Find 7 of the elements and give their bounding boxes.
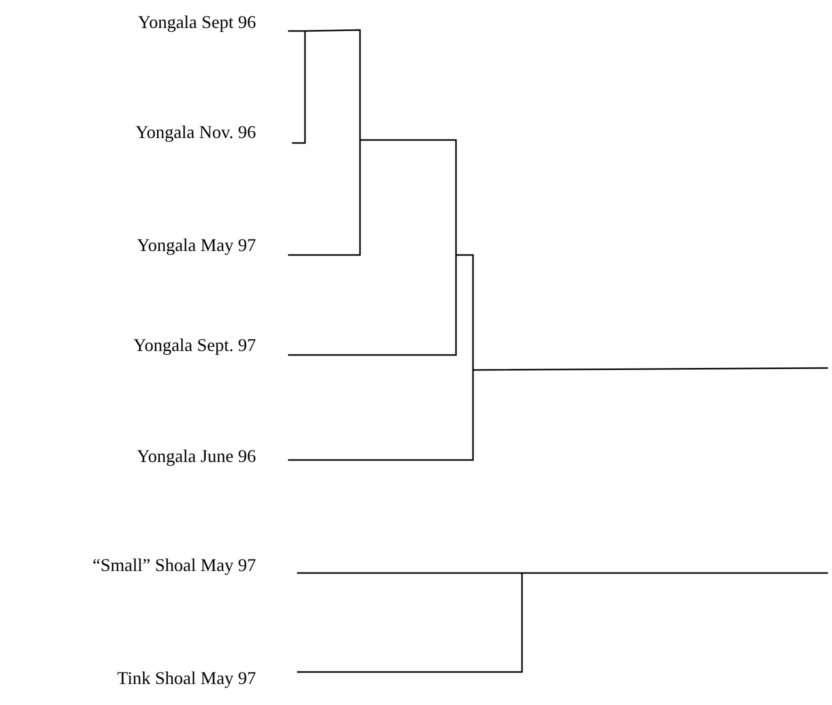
leaf-label: Tink Shoal May 97 bbox=[117, 667, 256, 689]
leaf-label: Yongala Sept. 97 bbox=[133, 334, 256, 356]
leaf-label: Yongala Sept 96 bbox=[138, 11, 256, 33]
leaf-label: “Small” Shoal May 97 bbox=[92, 554, 256, 576]
leaf-label: Yongala Nov. 96 bbox=[135, 121, 256, 143]
leaf-label: Yongala June 96 bbox=[136, 445, 256, 467]
leaf-label: Yongala May 97 bbox=[136, 234, 256, 256]
